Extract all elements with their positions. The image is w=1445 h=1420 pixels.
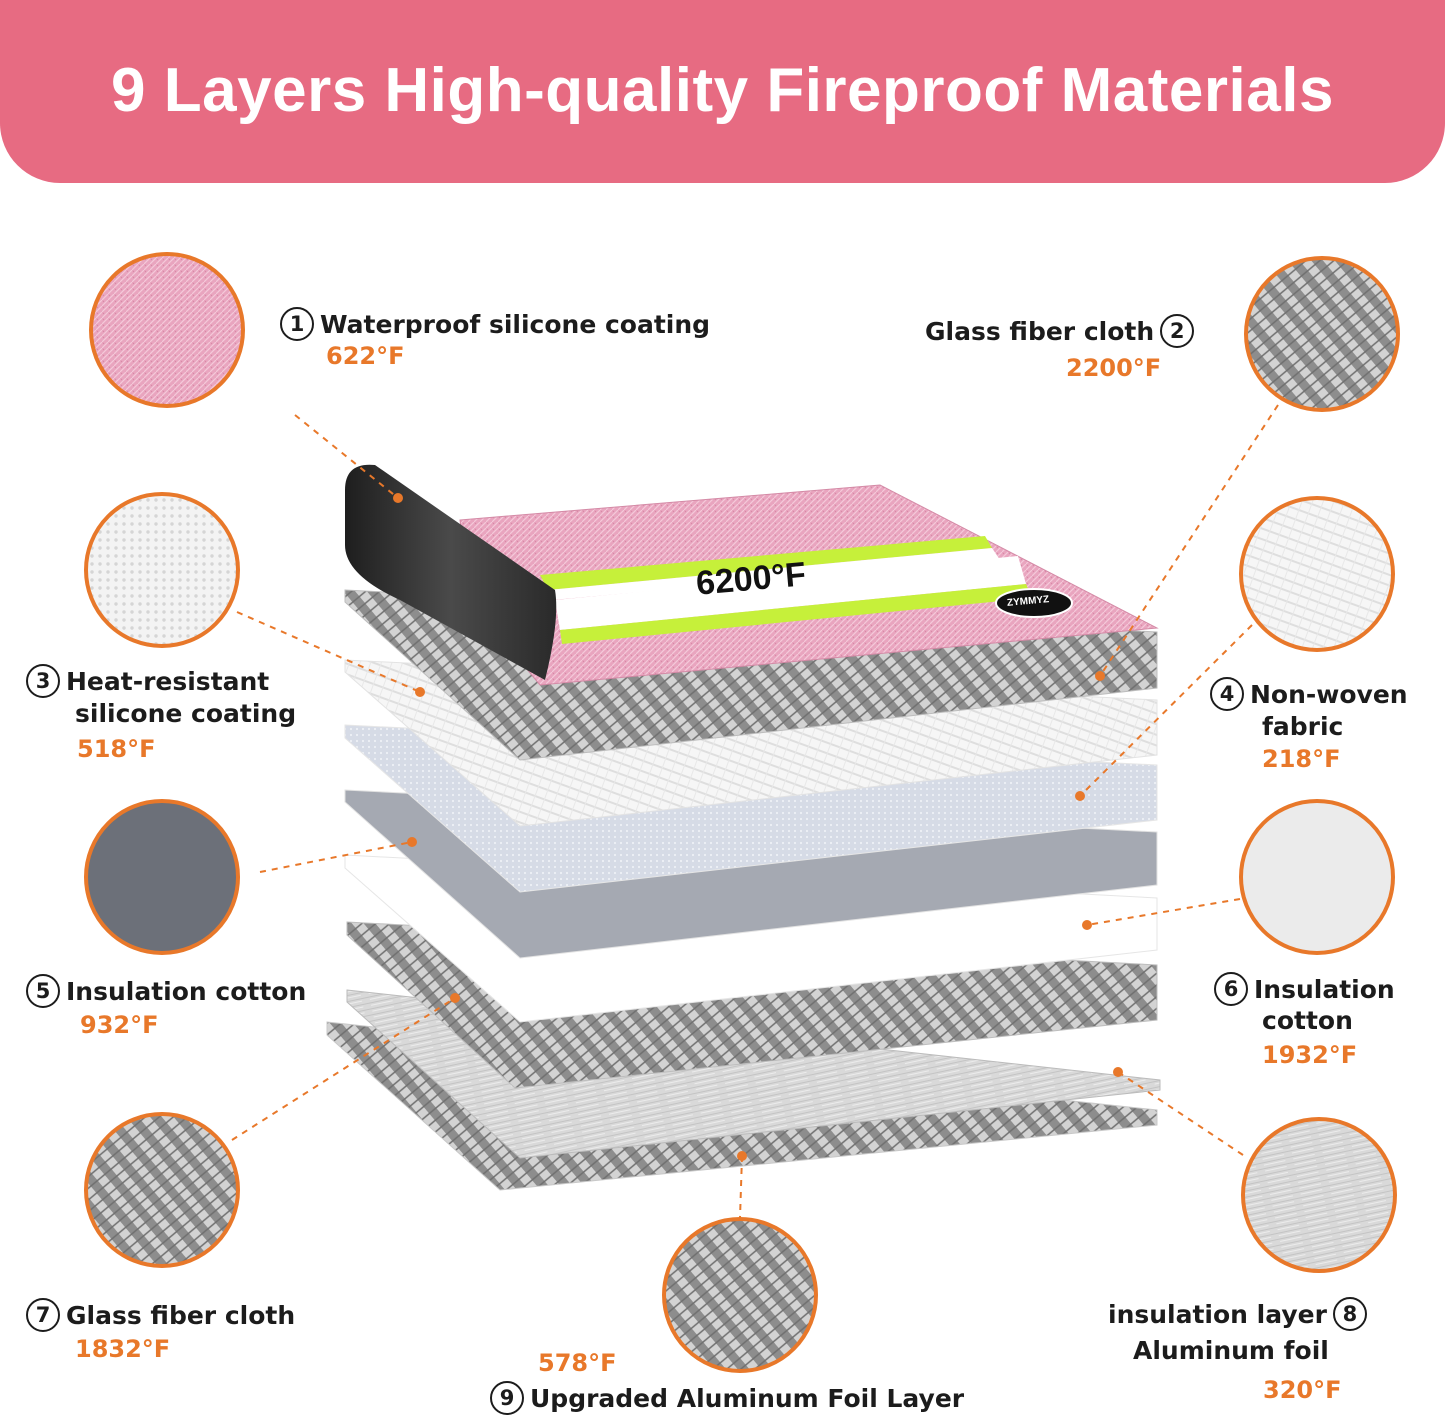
leader-7 <box>231 997 456 1141</box>
leader-3 <box>236 611 421 693</box>
layer-7-number: 7 <box>26 1298 60 1332</box>
leader-dot-2 <box>1095 671 1105 681</box>
layer-6-label-line-2: cotton <box>1262 1006 1353 1035</box>
rolled-edge <box>345 464 557 680</box>
leader-dot-9 <box>737 1151 747 1161</box>
layer-3-number: 3 <box>26 664 60 698</box>
layer-7-name: Glass fiber cloth <box>66 1301 296 1330</box>
layer-8-label-line-2: Aluminum foil <box>1133 1336 1329 1365</box>
leader-dot-4 <box>1075 791 1085 801</box>
header-banner: 9 Layers High-quality Fireproof Material… <box>0 0 1445 183</box>
brand-badge <box>995 588 1073 618</box>
leader-dot-8 <box>1113 1067 1123 1077</box>
layer-3-name-line-1: Heat-resistant <box>66 667 270 696</box>
layer-5-name: Insulation cotton <box>66 977 307 1006</box>
layer-2-number: 2 <box>1160 314 1195 348</box>
leader-4 <box>1079 624 1253 797</box>
layer-7-temp: 1832°F <box>75 1335 171 1363</box>
stripe-white <box>548 548 1000 600</box>
layer-2-temp: 2200°F <box>1066 354 1162 382</box>
layer-1-number: 1 <box>280 307 314 341</box>
swatch-7 <box>84 1112 240 1268</box>
leader-5 <box>259 841 413 873</box>
swatch-2 <box>1244 256 1400 412</box>
layer-8-temp: 320°F <box>1263 1376 1342 1404</box>
layer-6-temp: 1932°F <box>1262 1041 1358 1069</box>
leader-1 <box>294 414 399 499</box>
layer-1-temp: 622°F <box>326 342 405 370</box>
leader-lines <box>231 404 1279 1219</box>
swatch-3 <box>84 492 240 648</box>
leader-dot-3 <box>415 687 425 697</box>
leader-8 <box>1117 1071 1244 1156</box>
layer-5-temp: 932°F <box>80 1011 159 1039</box>
swatch-8 <box>1241 1117 1397 1273</box>
leader-6 <box>1086 898 1241 926</box>
stripe-green-top <box>540 536 992 590</box>
swatch-6 <box>1239 799 1395 955</box>
layer-6-name-line-1: Insulation <box>1254 975 1395 1004</box>
layer-stack <box>326 464 1161 1191</box>
swatch-5 <box>84 799 240 955</box>
layer-8-number: 8 <box>1332 1297 1367 1331</box>
leader-dots <box>393 493 1123 1161</box>
layer-4-name-line-1: Non-woven <box>1250 680 1408 709</box>
stripe-green-bottom <box>560 584 1032 644</box>
leader-dot-6 <box>1082 920 1092 930</box>
swatch-9 <box>662 1217 818 1373</box>
layer-8-name-line-1: insulation layer <box>1108 1300 1327 1329</box>
layer-9-number: 9 <box>490 1381 524 1415</box>
layer-1-name: Waterproof silicone coating <box>320 310 711 339</box>
page-title: 9 Layers High-quality Fireproof Material… <box>111 56 1334 125</box>
layer-4-number: 4 <box>1210 677 1244 711</box>
layer-5-number: 5 <box>26 974 60 1008</box>
leader-dot-5 <box>407 837 417 847</box>
leader-9 <box>739 1155 743 1219</box>
layer-4-temp: 218°F <box>1262 745 1341 773</box>
layer-9-name: Upgraded Aluminum Foil Layer <box>530 1384 965 1413</box>
swatch-4 <box>1239 496 1395 652</box>
layer-9-temp: 578°F <box>538 1349 617 1377</box>
layer-3-temp: 518°F <box>77 735 156 763</box>
layer-3-label-line-2: silicone coating <box>75 699 297 728</box>
layer-4-label-line-2: fabric <box>1262 712 1344 741</box>
leader-dot-7 <box>450 993 460 1003</box>
swatch-1 <box>89 252 245 408</box>
layer-2-name: Glass fiber cloth <box>925 317 1155 346</box>
leader-dot-1 <box>393 493 403 503</box>
stripe-white-main <box>555 556 1026 630</box>
layer-6-number: 6 <box>1214 972 1248 1006</box>
